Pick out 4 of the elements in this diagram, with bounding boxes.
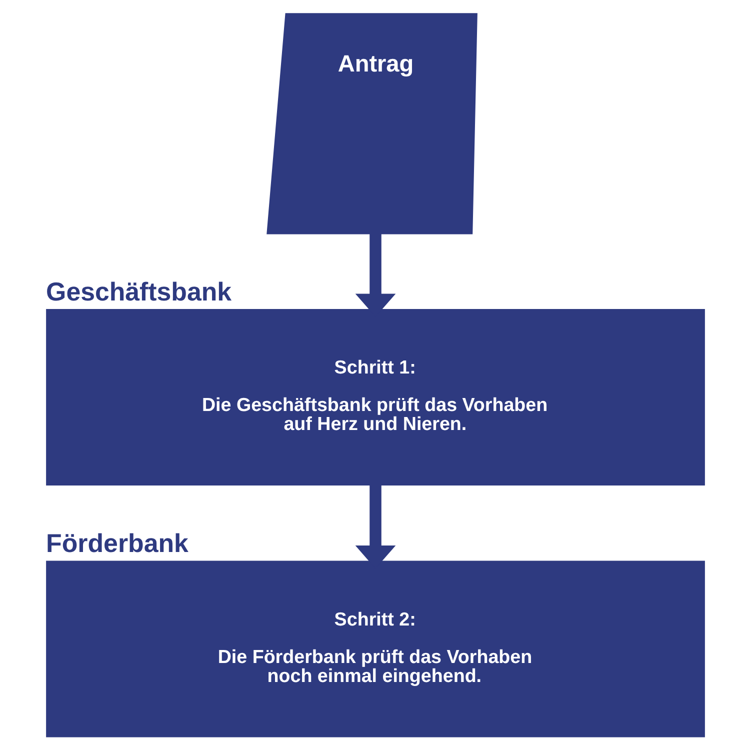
node-label: Geschäftsbank <box>46 278 232 306</box>
node-box: Schritt 1: Die Geschäftsbank prüft das Vorhaben auf Herz und Nieren. <box>46 308 704 485</box>
node-box: Schritt 2: Die Förderbank prüft das Vorhaben noch einmal eingehend. <box>46 560 704 737</box>
node-label: Förderbank <box>46 530 188 558</box>
